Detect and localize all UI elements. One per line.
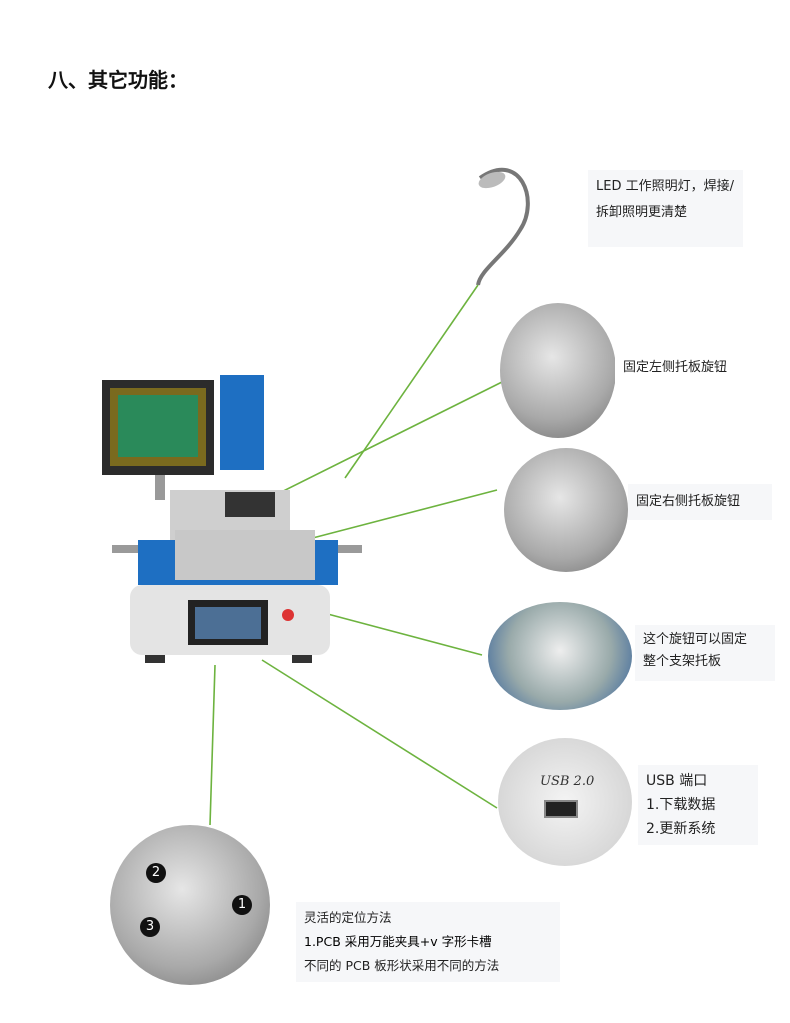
usb-port-label: USB 2.0 [540,774,595,789]
positioning-callout: 灵活的定位方法 1.PCB 采用万能夹具+v 字形卡槽 不同的 PCB 板形状采… [296,902,560,982]
left-knob-photo [500,303,616,438]
marker-1: 1 [232,895,252,915]
section-title: 八、其它功能： [48,68,188,92]
usb-callout: USB 端口 1.下载数据 2.更新系统 [638,765,758,845]
positioning-photo: 1 2 3 [110,825,270,985]
callout-line: LED 工作照明灯，焊接/ [596,179,734,194]
callout-line: 整个支架托板 [643,654,722,669]
bracket-knob-photo [488,602,632,710]
callout-line: 1.下载数据 [646,797,716,813]
led-lamp-gooseneck [476,168,530,286]
callout-line: 灵活的定位方法 [304,910,392,925]
marker-2: 2 [146,863,166,883]
callout-line: 1.PCB 采用万能夹具+v 字形卡槽 [304,934,492,949]
led-lamp-head [478,171,506,189]
bracket-knob-callout: 这个旋钮可以固定 整个支架托板 [635,625,775,681]
callout-line: 2.更新系统 [646,821,716,837]
callout-line: 不同的 PCB 板形状采用不同的方法 [304,958,500,973]
led-light-callout: LED 工作照明灯，焊接/ 拆卸照明更清楚 [588,170,743,247]
usb-port [544,800,578,818]
rework-station-machine [102,375,362,663]
right-knob-callout: 固定右侧托板旋钮 [628,484,772,520]
right-knob-photo [504,448,628,572]
usb-photo: USB 2.0 [498,738,632,866]
green-lines [204,284,503,826]
left-knob-callout: 固定左侧托板旋钮 [615,352,755,384]
callout-line: USB 端口 [646,773,708,789]
callout-line: 这个旋钮可以固定 [643,632,748,647]
marker-3: 3 [140,917,160,937]
callout-line: 拆卸照明更清楚 [596,205,688,220]
